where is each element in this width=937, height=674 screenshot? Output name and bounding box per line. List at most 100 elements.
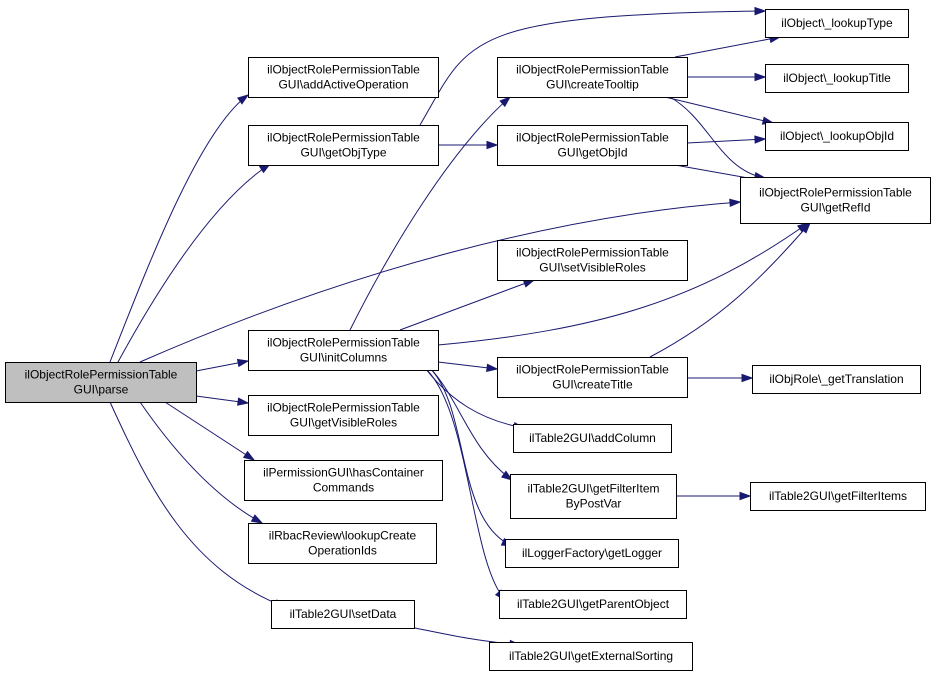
- edge-arrowhead: [486, 140, 499, 150]
- node-getVisibleRoles[interactable]: ilObjectRolePermissionTableGUI\getVisibl…: [248, 395, 439, 436]
- edges-layer: [109, 6, 811, 649]
- edge-line: [109, 94, 249, 363]
- edge-parse-to-hasContainerCommands: [164, 401, 256, 461]
- node-getObjType[interactable]: ilObjectRolePermissionTableGUI\getObjTyp…: [248, 125, 439, 166]
- node-lookupTitle[interactable]: ilObject\_lookupTitle: [765, 64, 909, 93]
- edge-parse-to-getRefId: [139, 198, 742, 363]
- edge-getObjType-to-getObjId: [438, 140, 499, 150]
- node-label-line: ilTable2GUI\getFilterItems: [769, 489, 907, 503]
- node-box: [497, 357, 688, 398]
- edge-arrowhead: [799, 221, 811, 234]
- node-label-line: GUI\getVisibleRoles: [290, 416, 397, 430]
- edge-arrowhead: [499, 95, 512, 108]
- edge-createTitle-to-getRefId: [649, 221, 811, 358]
- node-label-line: GUI\parse: [74, 383, 129, 397]
- node-box: [765, 64, 909, 93]
- node-box: [248, 395, 439, 436]
- edge-parse-to-getVisibleRoles: [195, 395, 250, 406]
- node-label-line: OperationIds: [308, 544, 377, 558]
- edge-arrowhead: [501, 470, 514, 481]
- edge-createTooltip-to-lookupTitle: [687, 72, 767, 82]
- node-box: [271, 600, 415, 629]
- node-initColumns[interactable]: ilObjectRolePermissionTableGUI\initColum…: [248, 330, 439, 371]
- node-box: [5, 362, 197, 403]
- node-setVisibleRoles[interactable]: ilObjectRolePermissionTableGUI\setVisibl…: [497, 240, 688, 281]
- node-label-line: GUI\createTooltip: [546, 78, 639, 92]
- node-box: [248, 57, 439, 98]
- edge-line: [649, 222, 811, 358]
- node-label-line: ilObjectRolePermissionTable: [516, 246, 669, 260]
- edge-arrowhead: [237, 397, 250, 406]
- node-box: [750, 482, 926, 511]
- node-getParentObject[interactable]: ilTable2GUI\getParentObject: [499, 590, 687, 619]
- edge-initColumns-to-setVisibleRoles: [399, 279, 536, 331]
- edge-parse-to-lookupCreateOperationIds: [139, 401, 264, 524]
- node-label-line: ilObjectRolePermissionTable: [267, 336, 420, 350]
- node-box: [497, 125, 688, 166]
- node-box: [248, 523, 437, 564]
- node-label-line: GUI\createTitle: [552, 378, 633, 392]
- node-label-line: GUI\getObjType: [300, 146, 386, 160]
- edge-parse-to-addActiveOperation: [109, 94, 250, 363]
- node-getLogger[interactable]: ilLoggerFactory\getLogger: [505, 539, 679, 568]
- edge-line: [674, 36, 781, 58]
- node-box: [244, 460, 443, 501]
- node-label-line: ilObject\_lookupObjId: [780, 129, 894, 143]
- node-setData[interactable]: ilTable2GUI\setData: [271, 600, 415, 629]
- node-addActiveOperation[interactable]: ilObjectRolePermissionTableGUI\addActive…: [248, 57, 439, 98]
- node-lookupType[interactable]: ilObject\_lookupType: [765, 9, 909, 38]
- edge-line: [399, 279, 535, 331]
- node-lookupObjId[interactable]: ilObject\_lookupObjId: [765, 122, 909, 151]
- node-label-line: ilTable2GUI\getExternalSorting: [509, 649, 673, 663]
- edge-arrowhead: [754, 72, 767, 82]
- edge-line: [424, 367, 506, 601]
- edge-createTooltip-to-lookupType: [674, 34, 782, 58]
- edge-line: [117, 163, 271, 363]
- node-box: [499, 590, 687, 619]
- edge-line: [139, 201, 741, 363]
- node-label-line: ilLoggerFactory\getLogger: [522, 546, 662, 560]
- node-label-line: GUI\getRefId: [800, 201, 870, 215]
- edge-arrowhead: [754, 6, 767, 16]
- edge-line: [429, 367, 513, 481]
- node-getExternalSorting[interactable]: ilTable2GUI\getExternalSorting: [489, 642, 693, 671]
- node-label-line: ilTable2GUI\setData: [290, 607, 397, 621]
- edge-createTitle-to-getTranslation: [687, 373, 754, 383]
- node-box: [248, 125, 439, 166]
- node-box: [505, 539, 679, 568]
- node-box: [765, 122, 909, 151]
- node-createTitle[interactable]: ilObjectRolePermissionTableGUI\createTit…: [497, 357, 688, 398]
- node-createTooltip[interactable]: ilObjectRolePermissionTableGUI\createToo…: [497, 57, 688, 98]
- node-label-line: ilObject\_lookupTitle: [783, 71, 891, 85]
- node-box: [497, 57, 688, 98]
- edge-line: [686, 138, 766, 144]
- node-label-line: ByPostVar: [566, 497, 622, 511]
- edge-line: [664, 96, 774, 124]
- edge-parse-to-initColumns: [195, 358, 250, 372]
- edge-arrowhead: [754, 135, 767, 144]
- node-getFilterItems[interactable]: ilTable2GUI\getFilterItems: [750, 482, 926, 511]
- edge-line: [109, 401, 286, 608]
- edge-line: [429, 367, 513, 547]
- edge-initColumns-to-createTitle: [437, 361, 499, 372]
- node-label-line: ilTable2GUI\addColumn: [529, 431, 656, 445]
- node-label-line: ilObjectRolePermissionTable: [267, 63, 420, 77]
- node-getTranslation[interactable]: ilObjRole\_getTranslation: [752, 365, 921, 394]
- edge-arrowhead: [739, 491, 752, 501]
- node-label-line: GUI\setVisibleRoles: [539, 261, 646, 275]
- edge-initColumns-to-createTooltip: [349, 95, 512, 331]
- node-label-line: ilObjectRolePermissionTable: [25, 368, 178, 382]
- edge-arrowhead: [522, 279, 536, 288]
- edge-arrowhead: [250, 514, 264, 524]
- node-label-line: ilObjectRolePermissionTable: [516, 131, 669, 145]
- node-label-line: ilObjectRolePermissionTable: [516, 363, 669, 377]
- node-addColumn[interactable]: ilTable2GUI\addColumn: [513, 424, 672, 453]
- node-label-line: ilObjectRolePermissionTable: [759, 186, 912, 200]
- edge-initColumns-to-getFilterItemByPostVar: [429, 367, 514, 481]
